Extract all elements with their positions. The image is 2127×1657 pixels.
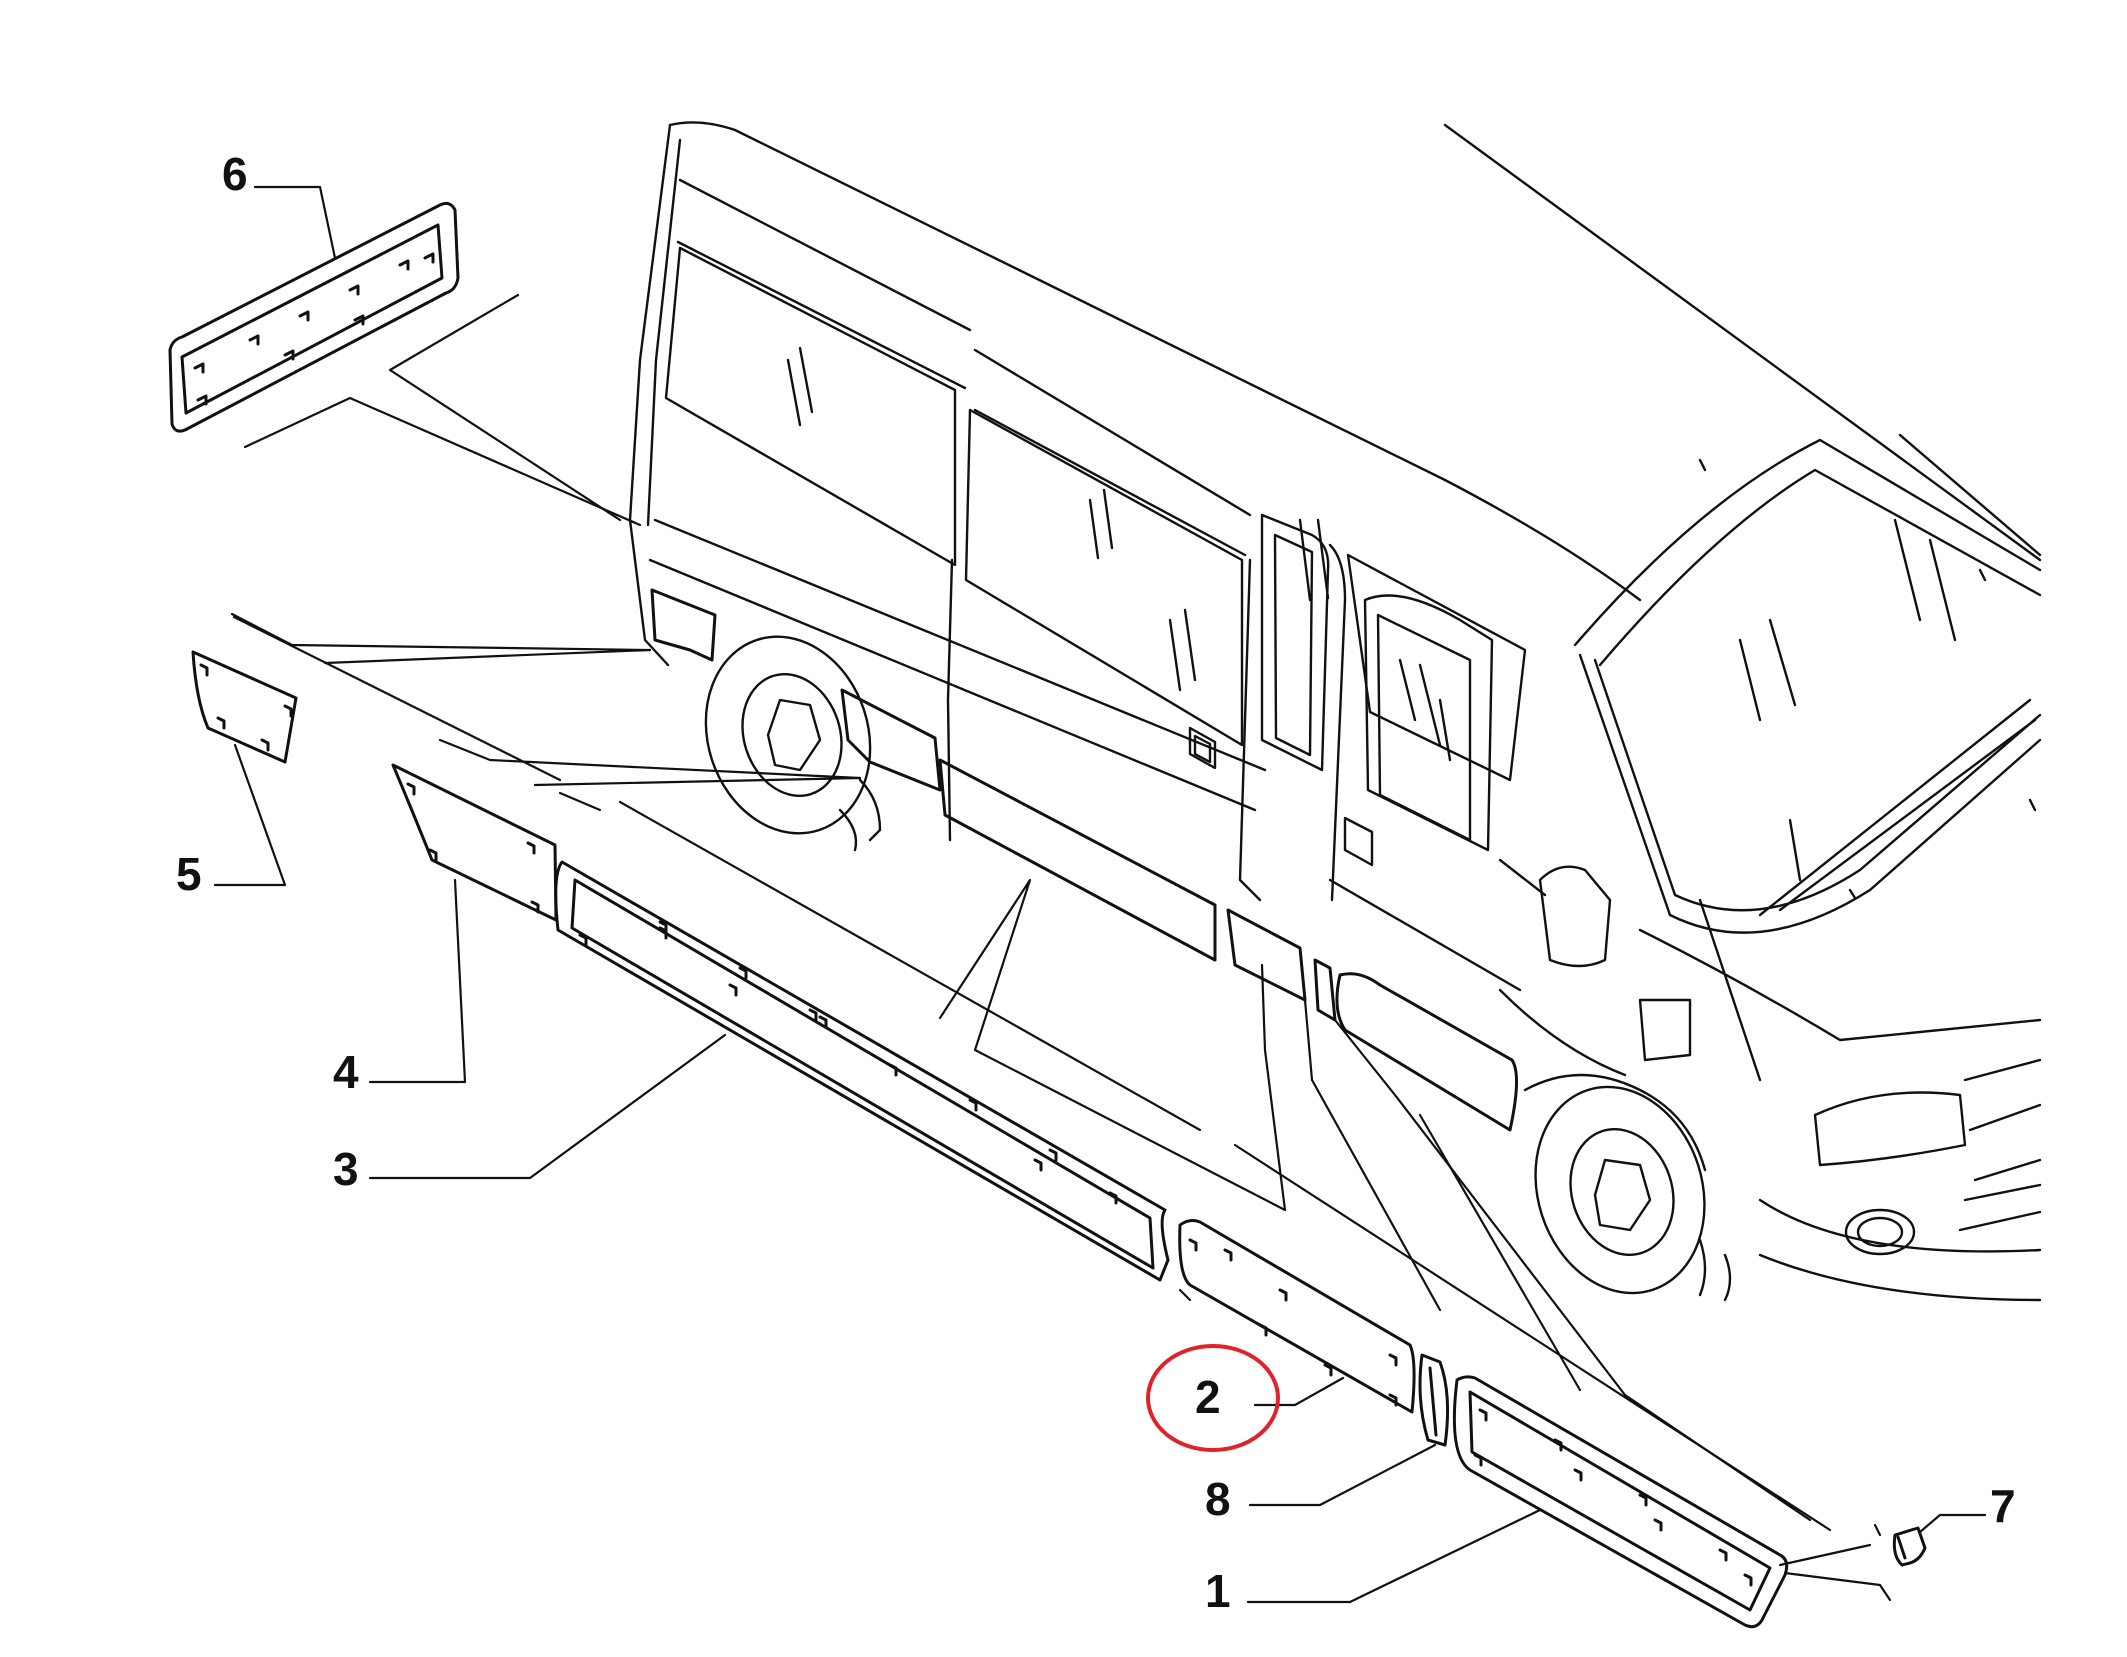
part-2-molding [1178, 1219, 1416, 1414]
part-6-molding [168, 201, 460, 433]
rear-wheel [704, 635, 882, 852]
callout-1: 1 [1205, 1565, 1231, 1617]
front-wheel [1523, 1073, 1732, 1302]
leader-lines [230, 293, 1892, 1602]
part-1-molding [1452, 1375, 1789, 1629]
part-4-molding [391, 763, 558, 922]
rear-window-2 [964, 408, 1244, 747]
callout-4: 4 [333, 1046, 359, 1098]
callout-5: 5 [176, 848, 202, 900]
callout-2: 2 [1195, 1371, 1221, 1423]
part-5-molding [191, 650, 298, 764]
callout-labels: 6 5 4 3 2 8 1 7 [176, 148, 2016, 1617]
highlight-circle [1146, 1344, 1280, 1452]
part-8-molding [1418, 1353, 1450, 1447]
van-body [628, 121, 2042, 1302]
callout-leaders [213, 185, 1987, 1604]
rear-window-1 [664, 246, 957, 567]
callout-6: 6 [222, 148, 248, 200]
callout-7: 7 [1990, 1480, 2016, 1532]
part-7-clip [1892, 1526, 1927, 1567]
callout-3: 3 [333, 1143, 359, 1195]
part-3-molding [554, 860, 1170, 1282]
callout-8: 8 [1205, 1473, 1231, 1525]
